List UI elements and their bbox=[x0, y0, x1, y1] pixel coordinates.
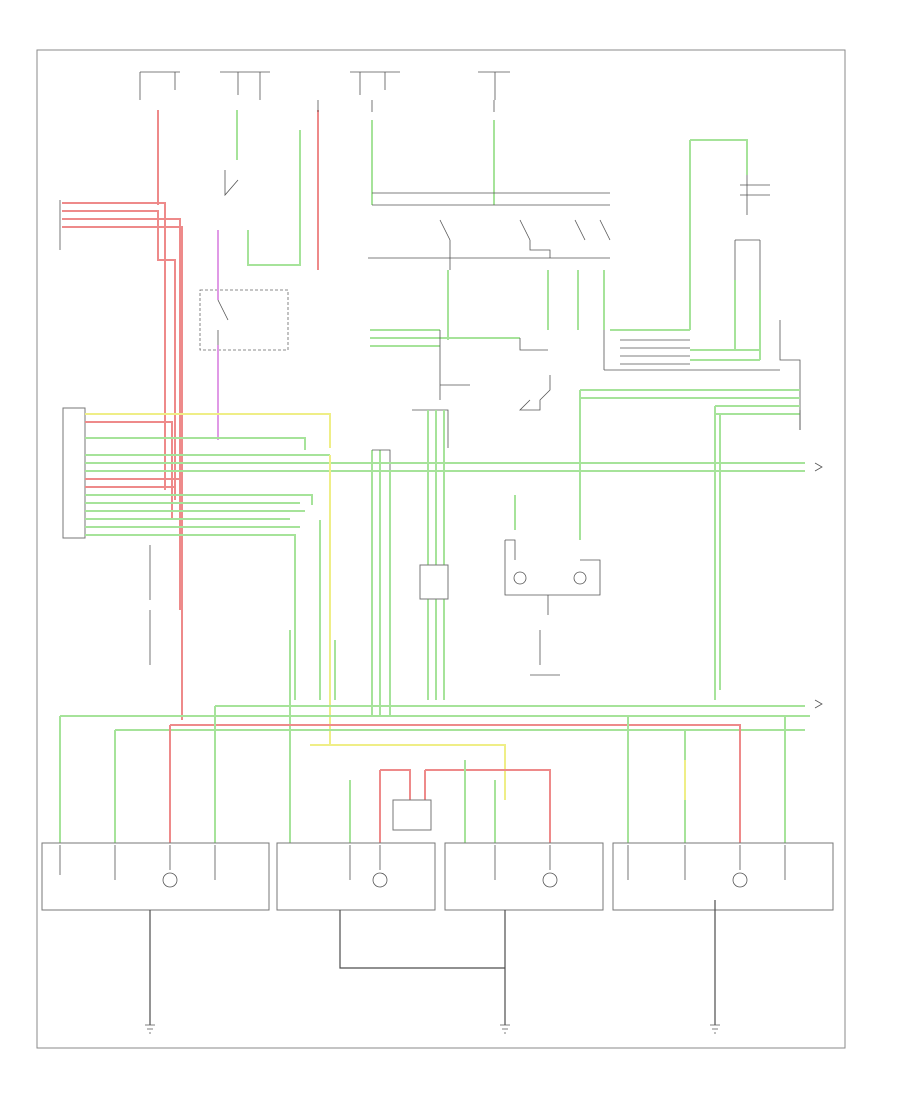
top-fuse-feeds bbox=[139, 71, 510, 270]
headlamp-switch bbox=[199, 170, 289, 440]
diagram-frame bbox=[36, 49, 846, 1049]
bottom-distribution bbox=[59, 705, 810, 845]
right-offpage-connectors bbox=[814, 462, 823, 709]
instrument-cluster bbox=[504, 398, 601, 676]
right-top-module bbox=[580, 139, 801, 430]
ground-circuits bbox=[145, 900, 720, 1034]
vertical-runs bbox=[289, 390, 721, 845]
left-connector-block bbox=[62, 407, 805, 700]
center-relay-column bbox=[371, 360, 551, 716]
lamp-assemblies bbox=[41, 842, 834, 911]
center-switch-bus bbox=[368, 192, 780, 371]
